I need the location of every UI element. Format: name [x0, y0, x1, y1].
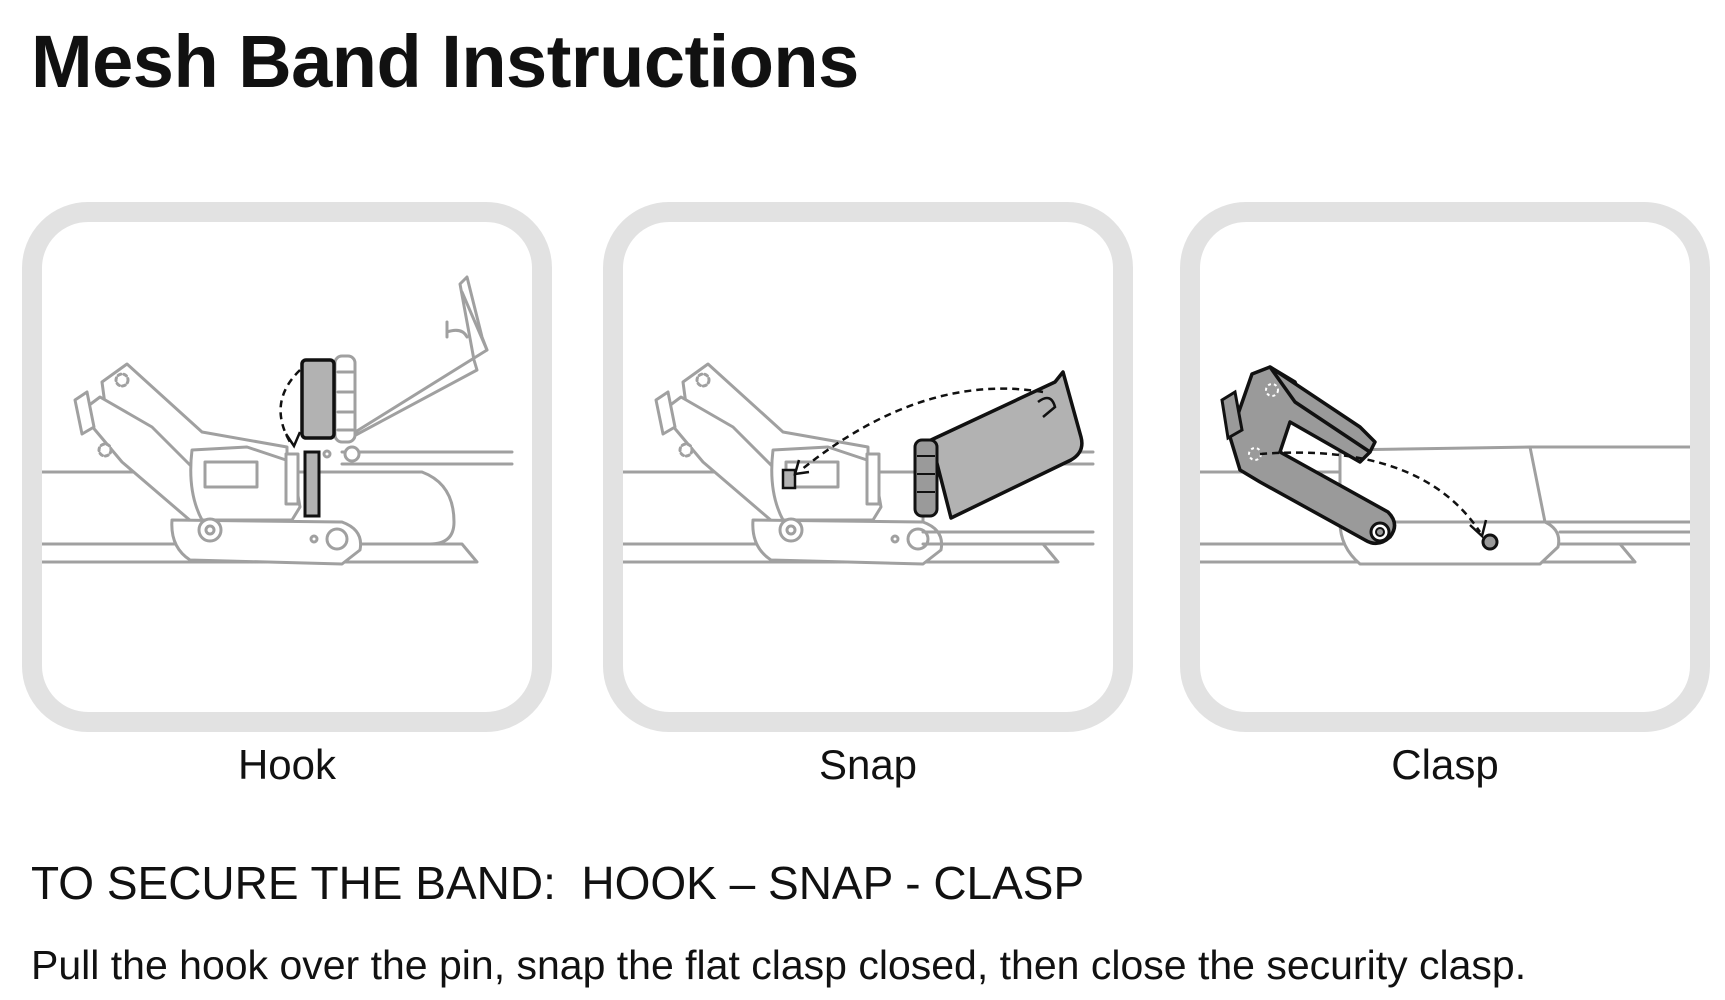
instructions-text: Pull the hook over the pin, snap the fla… [31, 942, 1527, 988]
snap-step-panel [603, 202, 1133, 732]
page-title: Mesh Band Instructions [31, 20, 859, 103]
hook-step-panel [22, 202, 552, 732]
clasp-step-panel [1180, 202, 1710, 732]
snap-step-illustration [623, 362, 1095, 566]
snap-step-label: Snap [818, 741, 918, 788]
clasp-step-label: Clasp [1391, 741, 1499, 788]
hook-step-illustration [42, 275, 514, 566]
hook-step-label: Hook [237, 741, 337, 788]
instructions-heading: TO SECURE THE BAND: HOOK – SNAP - CLASP [31, 857, 1085, 909]
clasp-step-illustration [1200, 365, 1690, 566]
